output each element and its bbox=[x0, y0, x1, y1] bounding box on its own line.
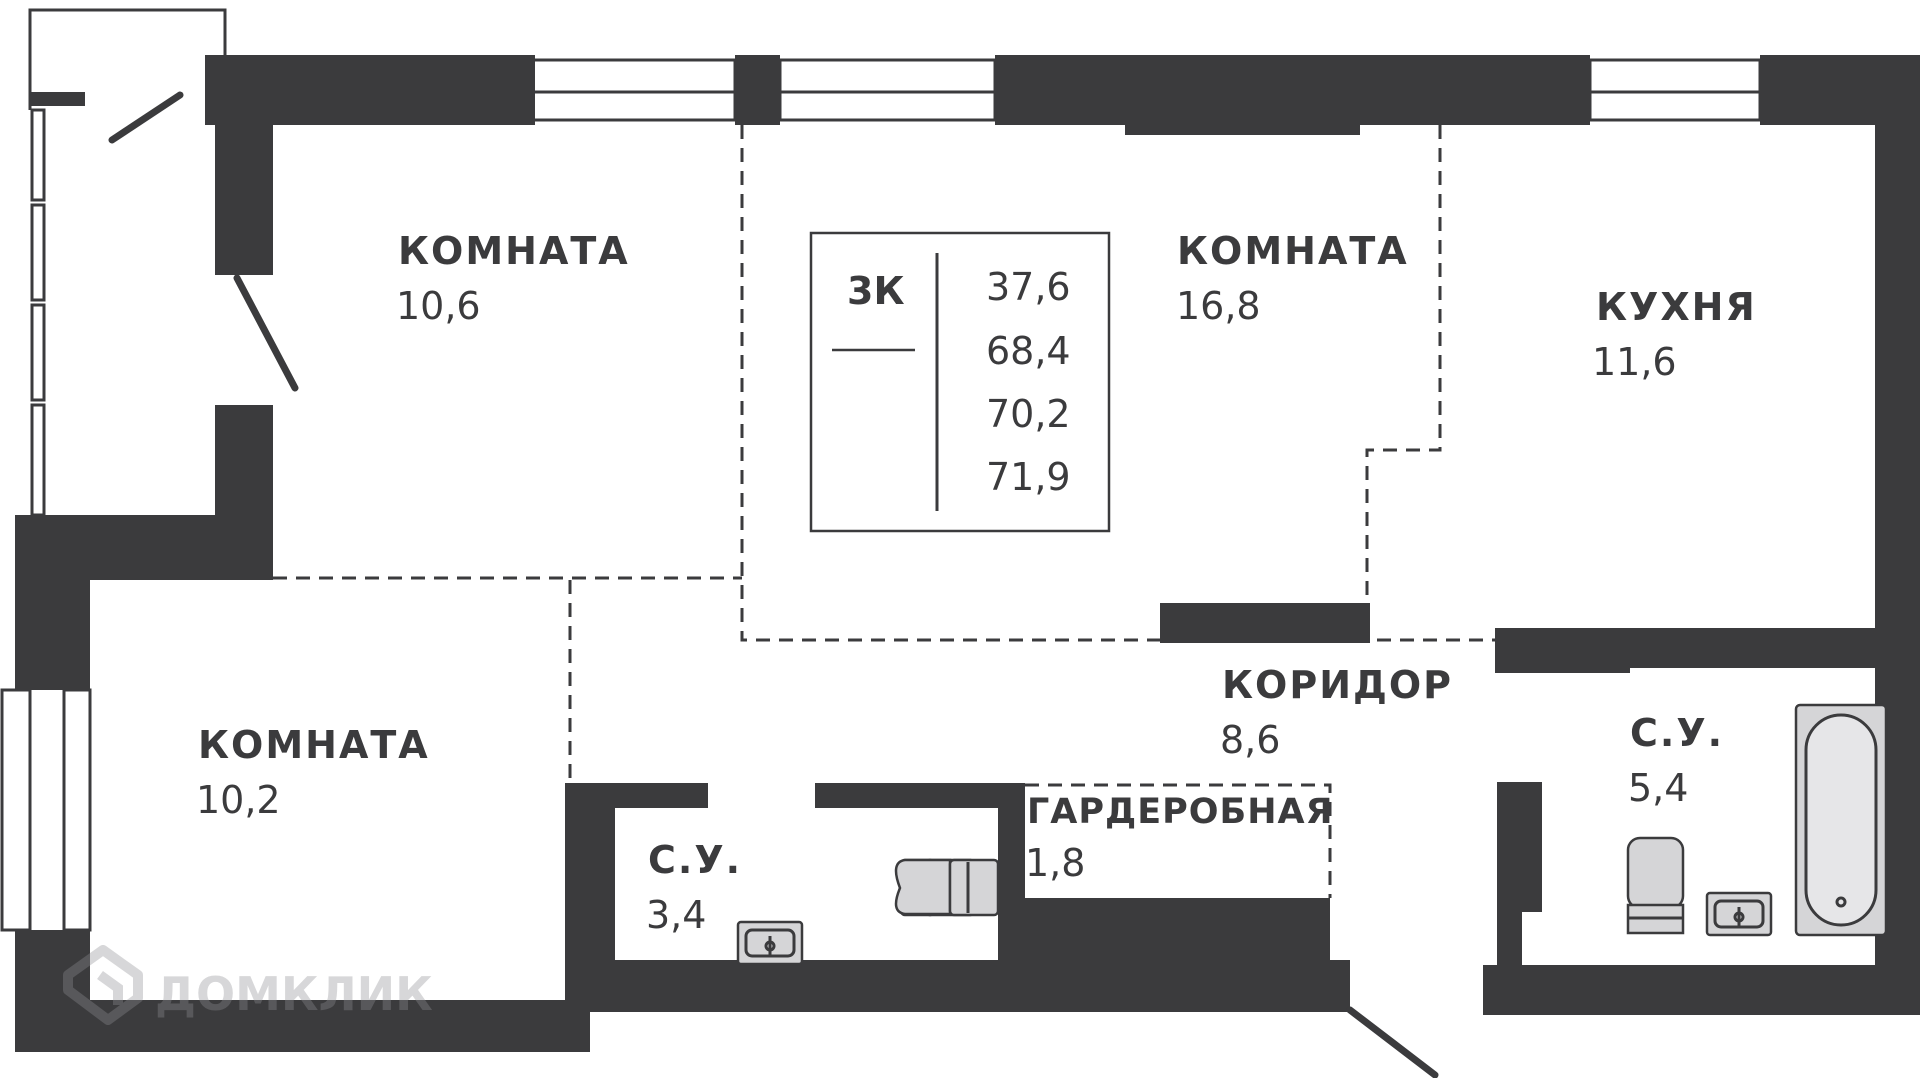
balcony-post bbox=[30, 92, 85, 106]
domclick-logo-icon bbox=[63, 945, 143, 1025]
wall-bath-small-top-a bbox=[565, 783, 708, 808]
watermark-text: ДОМКЛИК bbox=[155, 967, 433, 1021]
balcony-glass-3 bbox=[30, 303, 46, 402]
sink-icon bbox=[736, 920, 804, 966]
balcony-glass-1 bbox=[30, 108, 46, 202]
kitchen-area: 11,6 bbox=[1592, 340, 1677, 384]
bathtub-icon bbox=[1794, 703, 1888, 937]
watermark: ДОМКЛИК bbox=[63, 945, 433, 1025]
left-window-1 bbox=[0, 688, 32, 932]
balcony-outline-top bbox=[28, 8, 227, 110]
window-room-nw bbox=[531, 58, 737, 122]
balcony-frames bbox=[0, 8, 227, 932]
corridor-area: 8,6 bbox=[1220, 718, 1280, 762]
bath-small-area: 3,4 bbox=[646, 893, 706, 937]
toilet-icon bbox=[894, 858, 1000, 917]
wardrobe-area: 1,8 bbox=[1025, 841, 1085, 885]
kitchen-name: КУХНЯ bbox=[1596, 285, 1757, 329]
walls bbox=[15, 55, 1920, 1052]
corridor-name: КОРИДОР bbox=[1222, 663, 1453, 707]
door-room-nw bbox=[233, 274, 299, 392]
zone-center-room-right bbox=[1365, 125, 1442, 640]
wardrobe-name: ГАРДЕРОБНАЯ bbox=[1027, 792, 1334, 832]
wall-bottom-left bbox=[15, 1000, 590, 1052]
room-center-area: 16,8 bbox=[1176, 284, 1261, 328]
summary-area-2: 68,4 bbox=[986, 329, 1071, 373]
summary-box: 3К 37,6 68,4 70,2 71,9 bbox=[809, 231, 1111, 533]
room-sw-area: 10,2 bbox=[196, 778, 281, 822]
wall-left-lower bbox=[15, 515, 90, 690]
wall-corridor-center bbox=[1160, 603, 1370, 643]
wall-bath-small-top-b bbox=[815, 783, 1025, 808]
wall-top-pier-1 bbox=[735, 55, 780, 125]
summary-frame bbox=[809, 231, 1111, 533]
zone-boundaries bbox=[273, 125, 1495, 898]
room-sw-name: КОМНАТА bbox=[198, 723, 430, 767]
zone-center-room bbox=[740, 125, 1495, 642]
door-entrance bbox=[1346, 1006, 1439, 1078]
wall-top-mid-thick bbox=[1125, 55, 1360, 135]
windows bbox=[531, 58, 1762, 122]
balcony-glass-2 bbox=[30, 203, 46, 302]
room-center-name: КОМНАТА bbox=[1177, 229, 1409, 273]
room-nw-name: КОМНАТА bbox=[398, 229, 630, 273]
wall-bottom-mid bbox=[565, 960, 1350, 1012]
bath-large-name: С.У. bbox=[1630, 711, 1724, 755]
bath-small-name: С.У. bbox=[648, 838, 742, 882]
wall-left-bottom bbox=[15, 930, 90, 1052]
window-room-center bbox=[778, 58, 997, 122]
room-labels: КОМНАТА 10,6 КОМНАТА 16,8 КУХНЯ 11,6 КОМ… bbox=[196, 229, 1757, 937]
balcony-glass-4 bbox=[30, 403, 46, 517]
door-balcony bbox=[108, 91, 184, 144]
wall-bottom-right bbox=[1483, 965, 1920, 1015]
wall-bath-large-left-low bbox=[1497, 912, 1522, 1012]
toilet-icon-large-bath bbox=[1626, 836, 1685, 935]
wall-left-upper bbox=[215, 55, 273, 275]
window-kitchen bbox=[1588, 58, 1762, 122]
sink-icon-large-bath bbox=[1705, 891, 1773, 937]
wall-left-sw-inner bbox=[565, 785, 615, 1012]
fixtures bbox=[736, 703, 1888, 966]
summary-area-3: 70,2 bbox=[986, 392, 1071, 436]
wall-wardrobe-bottom bbox=[998, 898, 1330, 968]
left-window-2 bbox=[62, 688, 92, 932]
zone-wardrobe bbox=[1025, 783, 1332, 898]
summary-area-4: 71,9 bbox=[986, 455, 1071, 499]
wall-bath-large-left bbox=[1497, 782, 1542, 912]
doors bbox=[108, 91, 1439, 1078]
wall-bath-large-top bbox=[1495, 628, 1630, 673]
summary-rooms-code: 3К bbox=[847, 269, 905, 313]
bathtub-inner bbox=[1804, 713, 1878, 927]
bath-large-area: 5,4 bbox=[1628, 766, 1688, 810]
summary-area-1: 37,6 bbox=[986, 265, 1071, 309]
room-nw-area: 10,6 bbox=[396, 284, 481, 328]
